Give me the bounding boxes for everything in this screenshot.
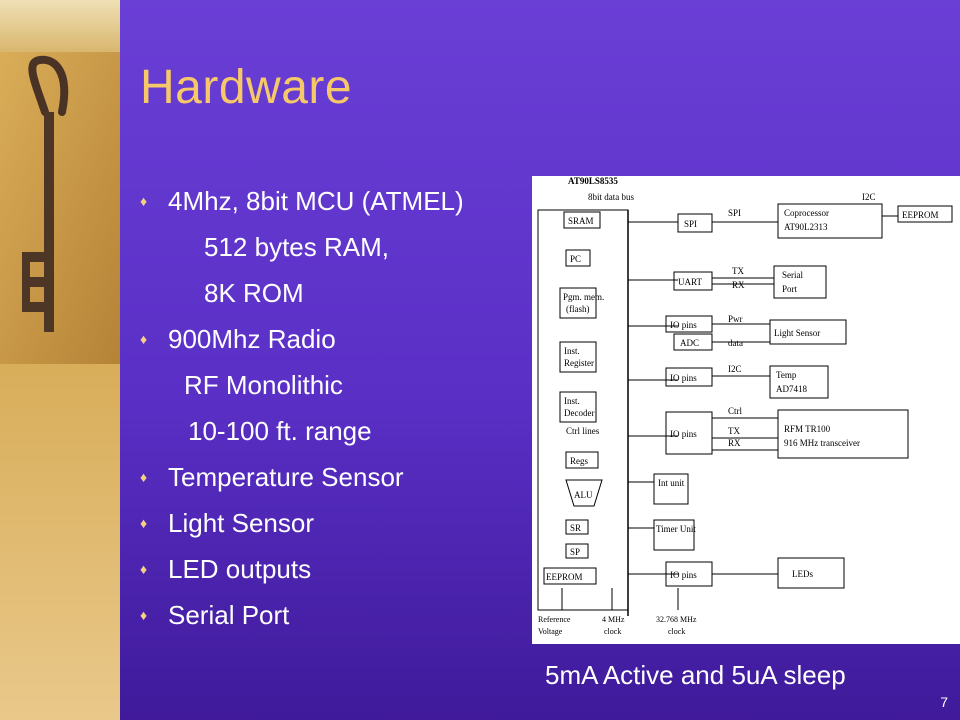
timer-unit-block: Timer Unit [656, 524, 696, 534]
io-pins-block-1: IO pins [670, 320, 697, 330]
bullet-text: 900Mhz Radio [168, 324, 336, 354]
sub-item-rom: 8K ROM [140, 270, 464, 316]
signal-i2c: I2C [728, 364, 742, 374]
signal-rx-1: RX [732, 280, 745, 290]
light-sensor-block: Light Sensor [774, 328, 820, 338]
sub-item-rf-monolithic: RF Monolithic [140, 362, 464, 408]
diamond-bullet-icon: ♦ [140, 561, 148, 577]
bullet-item-radio: ♦ 900Mhz Radio [140, 316, 464, 362]
sram-block: SRAM [568, 216, 594, 226]
page-number: 7 [940, 694, 948, 710]
io-pins-block-2: IO pins [670, 373, 697, 383]
inst-decoder-block: Inst. [564, 396, 580, 406]
signal-ctrl: Ctrl [728, 406, 743, 416]
reference-voltage-label: Reference [538, 615, 571, 624]
sr-block: SR [570, 523, 581, 533]
side-strip-bottom-fade [0, 360, 120, 720]
sub-item-ram: 512 bytes RAM, [140, 224, 464, 270]
diamond-bullet-icon: ♦ [140, 331, 148, 347]
signal-i2c-copro: I2C [862, 192, 876, 202]
coprocessor-block: Coprocessor [784, 208, 829, 218]
pc-block: PC [570, 254, 581, 264]
rfm-transceiver-block: RFM TR100 [784, 424, 831, 434]
chip-name-label: AT90LS8535 [568, 176, 618, 186]
adc-block: ADC [680, 338, 699, 348]
signal-pwr: Pwr [728, 314, 743, 324]
sub-item-text: 8K ROM [204, 278, 304, 308]
diamond-bullet-icon: ♦ [140, 469, 148, 485]
eeprom-internal-block: EEPROM [546, 572, 583, 582]
temp-sensor-block: Temp [776, 370, 797, 380]
external-eeprom-block: EEPROM [902, 210, 939, 220]
regs-block: Regs [570, 456, 588, 466]
signal-tx-1: TX [732, 266, 744, 276]
bus-label: 8bit data bus [588, 192, 634, 202]
decoder-label: Decoder [564, 408, 594, 418]
flash-label: (flash) [566, 304, 590, 314]
bullet-list: ♦ 4Mhz, 8bit MCU (ATMEL) 512 bytes RAM, … [140, 178, 464, 638]
sub-item-range: 10-100 ft. range [140, 408, 464, 454]
bullet-item-led: ♦ LED outputs [140, 546, 464, 592]
hardware-block-diagram: AT90LS8535 8bit data bus SRAM PC Pgm. me… [532, 176, 960, 644]
power-caption: 5mA Active and 5uA sleep [545, 660, 846, 690]
block-diagram-svg: AT90LS8535 8bit data bus SRAM PC Pgm. me… [537, 176, 953, 636]
sub-item-text: 10-100 ft. range [188, 416, 372, 446]
register-label: Register [564, 358, 594, 368]
bullet-text: Light Sensor [168, 508, 314, 538]
io-pins-block-3: IO pins [670, 429, 697, 439]
diamond-bullet-icon: ♦ [140, 193, 148, 209]
io-pins-block-4: IO pins [670, 570, 697, 580]
bullet-text: LED outputs [168, 554, 312, 584]
spi-block: SPI [684, 219, 697, 229]
signal-spi: SPI [728, 208, 741, 218]
bullet-item-mcu: ♦ 4Mhz, 8bit MCU (ATMEL) [140, 178, 464, 224]
bullet-item-light: ♦ Light Sensor [140, 500, 464, 546]
decorative-side-strip [0, 0, 120, 720]
transceiver-freq-label: 916 MHz transceiver [784, 438, 860, 448]
bullet-item-serial: ♦ Serial Port [140, 592, 464, 638]
signal-rx-2: RX [728, 438, 741, 448]
sub-item-text: RF Monolithic [184, 370, 343, 400]
leds-block: LEDs [792, 569, 813, 579]
uart-block: UART [678, 277, 702, 287]
signal-data: data [728, 338, 743, 348]
clock-label-2: clock [668, 627, 685, 636]
antique-key-image [0, 52, 120, 364]
4mhz-clock-label: 4 MHz [602, 615, 625, 624]
coprocessor-model: AT90L2313 [784, 222, 828, 232]
pgm-mem-block: Pgm. mem. [563, 292, 604, 302]
diamond-bullet-icon: ♦ [140, 607, 148, 623]
32mhz-clock-label: 32.768 MHz [656, 615, 697, 624]
serial-port-label: Port [782, 284, 798, 294]
voltage-label: Voltage [538, 627, 563, 636]
sub-item-text: 512 bytes RAM, [204, 232, 389, 262]
slide-title: Hardware [140, 61, 353, 114]
serial-port-block: Serial [782, 270, 803, 280]
alu-block: ALU [574, 490, 593, 500]
bullet-text: Serial Port [168, 600, 290, 630]
side-strip-top-fade [0, 0, 120, 55]
int-unit-block: Int unit [658, 478, 685, 488]
bullet-item-temperature: ♦ Temperature Sensor [140, 454, 464, 500]
signal-tx-2: TX [728, 426, 740, 436]
clock-label-1: clock [604, 627, 621, 636]
bullet-text: 4Mhz, 8bit MCU (ATMEL) [168, 186, 464, 216]
bullet-text: Temperature Sensor [168, 462, 404, 492]
sp-block: SP [570, 547, 580, 557]
diamond-bullet-icon: ♦ [140, 515, 148, 531]
inst-register-block: Inst. [564, 346, 580, 356]
ctrl-lines-label: Ctrl lines [566, 426, 600, 436]
temp-sensor-model: AD7418 [776, 384, 807, 394]
